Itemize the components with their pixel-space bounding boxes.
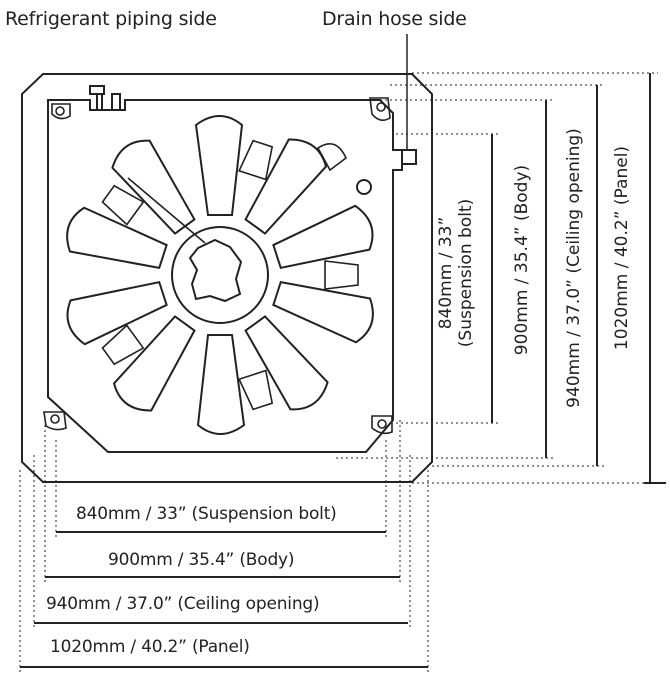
panel-vertical-dimension: 1020mm / 40.2” (Panel) — [612, 145, 632, 351]
refrigerant-piping-label: Refrigerant piping side — [5, 8, 217, 30]
body-vertical-dimension: 900mm / 35.4” (Body) — [512, 164, 532, 356]
drain-hose-label: Drain hose side — [322, 8, 467, 30]
suspension-bolt-vertical-dimension: 840mm / 33” (Suspension bolt) — [436, 148, 477, 398]
body-dimension: 900mm / 35.4” (Body) — [108, 550, 295, 570]
drain-outlet — [401, 149, 417, 165]
vertical-dimension-lines — [491, 73, 666, 484]
mounting-hole — [356, 179, 372, 195]
fan-blades — [66, 115, 374, 435]
panel-outline — [21, 73, 433, 483]
suspension-bracket — [43, 97, 393, 435]
pipe-connector — [111, 93, 121, 111]
fan-shaft — [188, 238, 243, 303]
suspension-bolt-dimension: 840mm / 33” (Suspension bolt) — [76, 504, 337, 524]
horizontal-dimension-lines — [20, 531, 428, 668]
horizontal-extension-lines — [19, 420, 429, 672]
panel-dimension: 1020mm / 40.2” (Panel) — [50, 637, 250, 657]
ceiling-opening-dimension: 940mm / 37.0” (Ceiling opening) — [46, 594, 320, 614]
suspension-bolt-vertical-line-1: 840mm / 33” — [436, 216, 456, 330]
fan-hub — [171, 226, 269, 324]
ceiling-opening-vertical-dimension: 940mm / 37.0” (Ceiling opening) — [564, 128, 584, 408]
body-outline — [47, 99, 403, 453]
vertical-extension-lines — [310, 72, 658, 484]
suspension-bolt-vertical-line-2: (Suspension bolt) — [456, 198, 477, 348]
pipe-connector — [89, 85, 105, 95]
blade-shadows — [101, 139, 359, 411]
